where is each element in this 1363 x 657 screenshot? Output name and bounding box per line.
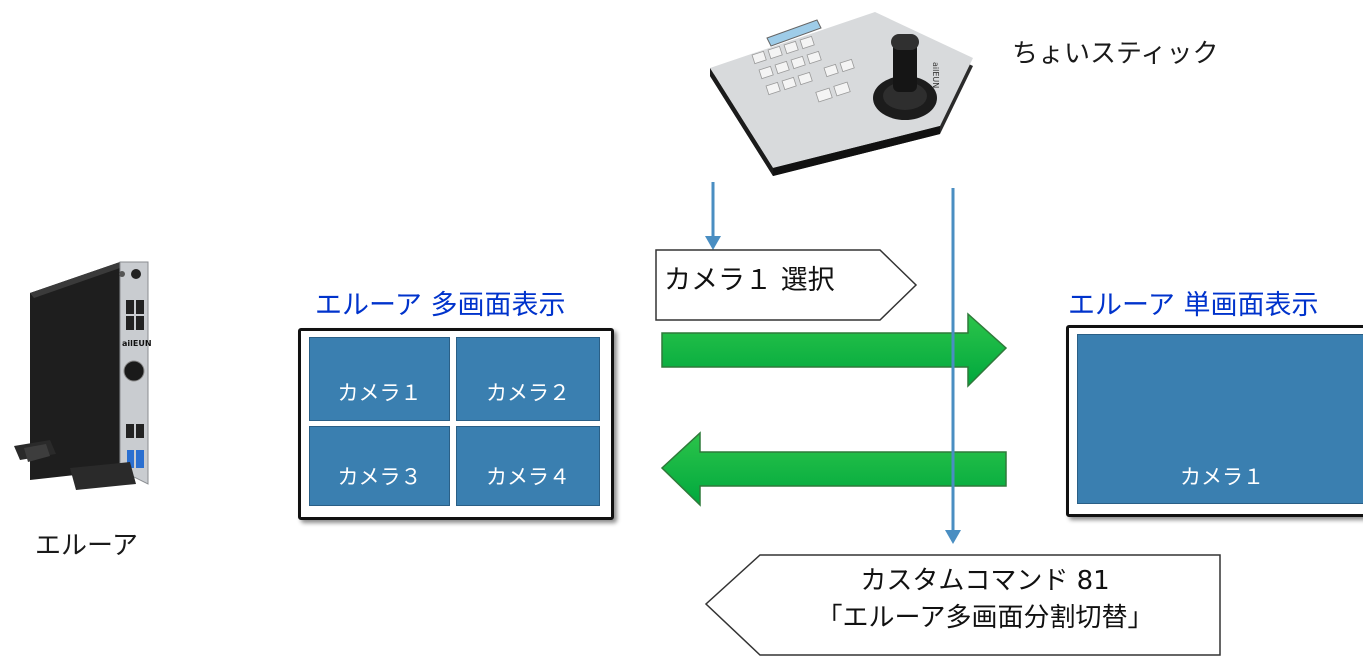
camera-cell-3: カメラ３ <box>309 426 450 506</box>
single-display-title: エルーア 単画面表示 <box>1068 290 1319 321</box>
joystick-controller-image: ailEUN <box>710 12 973 176</box>
command-tag-line1: カスタムコマンド 81 <box>860 566 1110 596</box>
camera-cell-1: カメラ１ <box>309 337 450 421</box>
pc-brand-text: ailEUN <box>122 339 152 348</box>
switch-to-multi-arrow <box>660 431 1007 507</box>
single-display-screen: カメラ１ <box>1066 325 1363 517</box>
command-flow-arrowhead <box>945 530 961 544</box>
single-camera-cell: カメラ１ <box>1077 334 1363 504</box>
multi-display-screen: カメラ１ カメラ２ カメラ３ カメラ４ <box>298 328 614 520</box>
eluar-pc-image: ailEUN <box>14 261 152 490</box>
multi-display-title: エルーア 多画面表示 <box>315 290 566 321</box>
select-tag-text: カメラ１ 選択 <box>664 265 835 296</box>
stick-brand-text: ailEUN <box>931 62 940 88</box>
camera-cell-4: カメラ４ <box>456 426 600 506</box>
eluar-label: エルーア <box>35 531 138 561</box>
stick-label: ちょいスティック <box>1012 39 1219 69</box>
camera-cell-2: カメラ２ <box>456 337 600 421</box>
command-tag-line2: 「エルーア多画面分割切替」 <box>816 603 1154 633</box>
select-flow-arrowhead <box>705 236 721 250</box>
command-tag-text: カスタムコマンド 81 「エルーア多画面分割切替」 <box>760 563 1210 637</box>
switch-to-single-arrow <box>661 312 1008 388</box>
single-camera-label: カメラ１ <box>1180 465 1264 489</box>
